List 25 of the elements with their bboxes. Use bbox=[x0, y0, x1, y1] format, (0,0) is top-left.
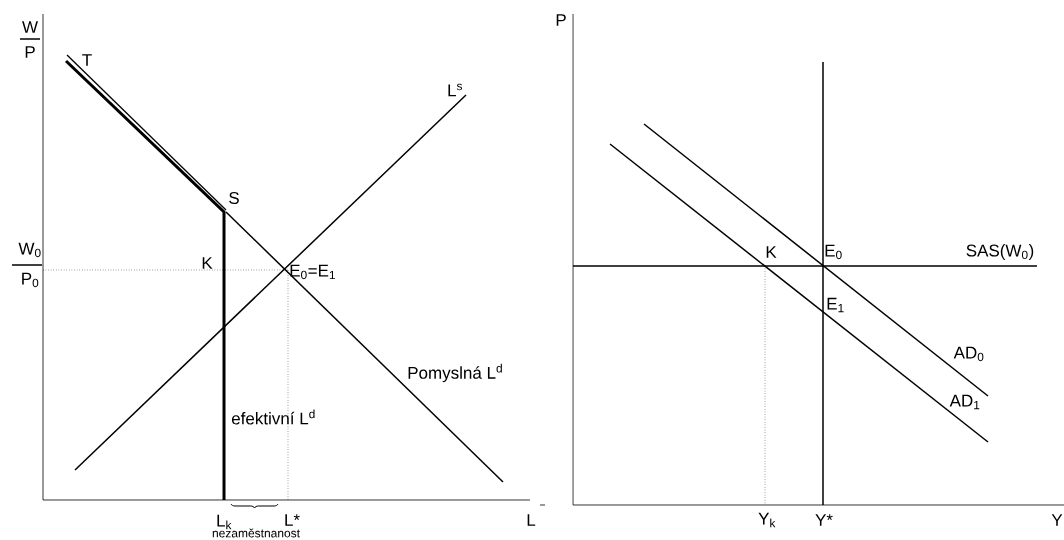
axis-label: SAS(W$_{0}$) bbox=[966, 244, 1034, 260]
axis-label: K bbox=[766, 246, 777, 258]
axis-label: P bbox=[25, 46, 35, 58]
axis-label: E$_{1}$ bbox=[827, 297, 844, 313]
axis-label: P$_{0}$ bbox=[22, 272, 39, 288]
axis-label: Y* bbox=[815, 514, 833, 526]
axis-label: Pomyslná L$^{d}$ bbox=[408, 363, 502, 383]
axis-label: E$_{0}$=E$_{1}$ bbox=[290, 264, 335, 280]
axis-label: AD$_{0}$ bbox=[953, 346, 984, 362]
axis-label: L$_{k}$ bbox=[217, 514, 232, 530]
axis-label: W$_{0}$ bbox=[18, 242, 41, 258]
axis-label: K bbox=[202, 257, 213, 269]
axis-label: E$_{0}$ bbox=[825, 244, 842, 260]
axis-label: W bbox=[22, 21, 38, 33]
axis-label: L$^{s}$ bbox=[448, 83, 463, 97]
axis-label: P bbox=[556, 14, 566, 26]
axis-label: Y bbox=[1051, 514, 1063, 526]
axis-label: S bbox=[229, 191, 239, 204]
axis-label: L* bbox=[285, 514, 300, 526]
axis-label: L bbox=[527, 514, 536, 526]
axis-label: efektivní L$^{d}$ bbox=[231, 409, 315, 425]
axis-label: Y$_{k}$ bbox=[758, 512, 776, 528]
axis-label: AD$_{1}$ bbox=[949, 394, 980, 410]
axis-label: T bbox=[82, 54, 92, 66]
axis-label: nezaměstnanost bbox=[212, 528, 300, 538]
